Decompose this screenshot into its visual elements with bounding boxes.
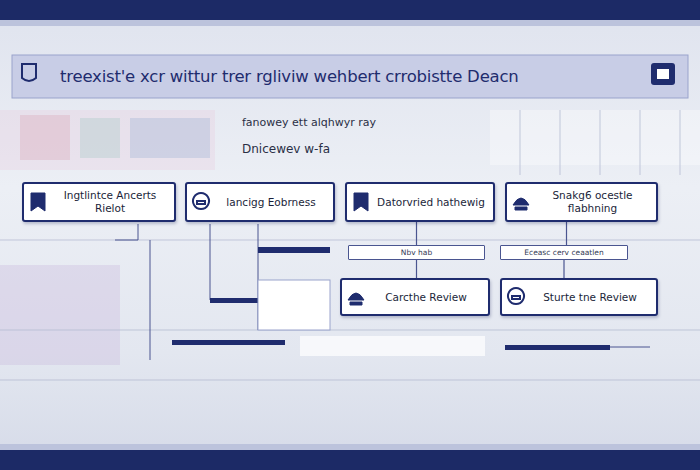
grid-lines bbox=[0, 110, 700, 380]
node-icon bbox=[511, 191, 531, 213]
bottom-band bbox=[0, 444, 700, 450]
bg-panel bbox=[80, 118, 120, 158]
node-text: Ingtlintce Ancerts Rielot bbox=[52, 189, 168, 214]
title-band bbox=[12, 55, 688, 98]
bg-panel bbox=[0, 110, 215, 170]
bar bbox=[505, 345, 610, 350]
connector bbox=[566, 222, 567, 245]
process-box: lancigg Eobrness bbox=[185, 182, 335, 222]
sub-box: Eceasc cerv ceaatlen bbox=[500, 245, 628, 260]
node-text: Snakg6 ocestle flabhning bbox=[535, 189, 650, 214]
node-icon bbox=[28, 191, 48, 213]
bg-panel bbox=[20, 115, 70, 160]
process-box: Datorvried hathewig bbox=[345, 182, 495, 222]
bg-panel bbox=[130, 118, 210, 158]
top-band bbox=[0, 20, 700, 26]
node-text: Nbv hab bbox=[401, 248, 432, 257]
bg-panel bbox=[0, 265, 120, 365]
title-icon bbox=[651, 63, 675, 85]
node-text: Sturte tne Review bbox=[543, 291, 637, 304]
diagram-title: treexist'e xcr wittur trer rgliviw wehbe… bbox=[60, 60, 640, 92]
node-text: Carcthe Review bbox=[385, 291, 467, 304]
panel bbox=[300, 336, 485, 356]
node-icon bbox=[506, 286, 526, 308]
note-text: fanowey ett alqhwyr ray bbox=[242, 116, 376, 129]
title-icon bbox=[657, 69, 669, 79]
note-text: Dnicewev w-fa bbox=[242, 142, 330, 156]
bg-panel bbox=[490, 110, 700, 165]
process-box: Ingtlintce Ancerts Rielot bbox=[22, 182, 176, 222]
wire bbox=[115, 224, 258, 360]
process-box: Sturte tne Review bbox=[500, 278, 658, 316]
bar bbox=[210, 298, 258, 303]
bar bbox=[258, 247, 330, 253]
top-bar bbox=[0, 0, 700, 20]
node-icon bbox=[191, 191, 211, 213]
node-icon bbox=[351, 191, 371, 213]
bar bbox=[172, 340, 285, 345]
node-text: Eceasc cerv ceaatlen bbox=[524, 248, 603, 257]
connector bbox=[563, 260, 564, 278]
title-icon bbox=[22, 64, 36, 81]
panel bbox=[258, 280, 330, 330]
bottom-bar bbox=[0, 450, 700, 470]
node-text: lancigg Eobrness bbox=[226, 196, 315, 209]
process-box: Snakg6 ocestle flabhning bbox=[505, 182, 658, 222]
process-box: Carcthe Review bbox=[340, 278, 490, 316]
node-icon bbox=[346, 286, 366, 308]
node-text: Datorvried hathewig bbox=[377, 196, 485, 209]
connector bbox=[416, 222, 417, 245]
wire bbox=[610, 347, 650, 348]
connector bbox=[416, 260, 417, 278]
sub-box: Nbv hab bbox=[348, 245, 485, 260]
